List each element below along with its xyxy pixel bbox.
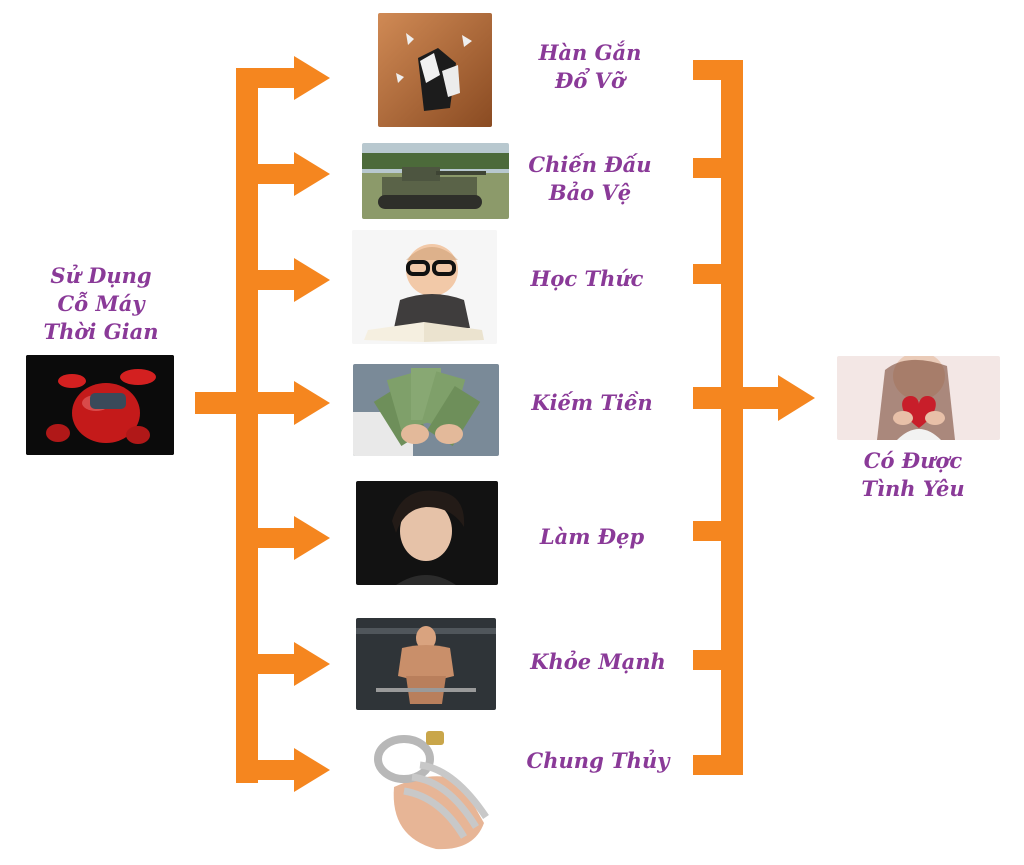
collector-stub-4 — [693, 387, 743, 409]
left-trunk — [236, 68, 258, 783]
item-label-5-line-1: Làm Đẹp — [539, 524, 645, 549]
item-image-baby-studying — [352, 230, 497, 344]
item-label-7: Chung Thủy — [523, 747, 673, 775]
collector-stub-7 — [693, 755, 743, 775]
branch-arrow-5 — [236, 516, 330, 560]
item-image-young-man — [356, 481, 498, 585]
source-label-line-2: Cỗ Máy — [57, 291, 145, 316]
result-label: Có Được Tình Yêu — [838, 447, 988, 503]
item-image-tank — [362, 143, 509, 219]
item-label-6-line-1: Khỏe Mạnh — [530, 649, 666, 674]
branch-arrow-2 — [236, 152, 330, 196]
item-label-7-line-1: Chung Thủy — [526, 748, 670, 773]
item-label-4-line-1: Kiếm Tiền — [531, 390, 653, 415]
item-label-2-line-2: Bảo Vệ — [548, 180, 632, 205]
item-image-bodybuilder — [356, 618, 496, 710]
collector-stub-2 — [693, 158, 743, 178]
source-stub — [195, 392, 243, 414]
result-image-heart — [837, 356, 1000, 440]
item-label-3: Học Thức — [512, 265, 662, 293]
collector-stub-5 — [693, 521, 743, 541]
output-arrow — [743, 375, 815, 421]
source-label-line-3: Thời Gian — [43, 319, 159, 344]
branch-arrow-1 — [236, 56, 330, 100]
branch-arrow-4 — [236, 381, 330, 425]
branch-arrow-7 — [236, 748, 330, 792]
collector-stub-1 — [693, 60, 743, 80]
source-image-time-machine — [26, 355, 174, 455]
item-label-6: Khỏe Mạnh — [523, 648, 673, 676]
item-label-1: Hàn Gắn Đổ Vỡ — [515, 39, 665, 95]
item-label-1-line-2: Đổ Vỡ — [555, 68, 625, 93]
item-label-4: Kiếm Tiền — [517, 389, 667, 417]
item-label-3-line-1: Học Thức — [530, 266, 644, 291]
collector-stub-3 — [693, 264, 743, 284]
source-label: Sử Dụng Cỗ Máy Thời Gian — [26, 262, 176, 346]
item-label-2: Chiến Đấu Bảo Vệ — [515, 151, 665, 207]
collector-stub-6 — [693, 650, 743, 670]
right-trunk — [721, 60, 743, 775]
result-label-line-2: Tình Yêu — [861, 476, 965, 501]
branch-arrow-6 — [236, 642, 330, 686]
item-label-1-line-1: Hàn Gắn — [538, 40, 642, 65]
item-image-broken-mug — [378, 13, 492, 127]
item-label-2-line-1: Chiến Đấu — [528, 152, 652, 177]
item-label-5: Làm Đẹp — [517, 523, 667, 551]
item-image-cash-in-hands — [353, 364, 499, 456]
branch-arrow-3 — [236, 258, 330, 302]
item-image-lock-device — [364, 717, 504, 857]
source-label-line-1: Sử Dụng — [50, 263, 152, 288]
result-label-line-1: Có Được — [863, 448, 963, 473]
